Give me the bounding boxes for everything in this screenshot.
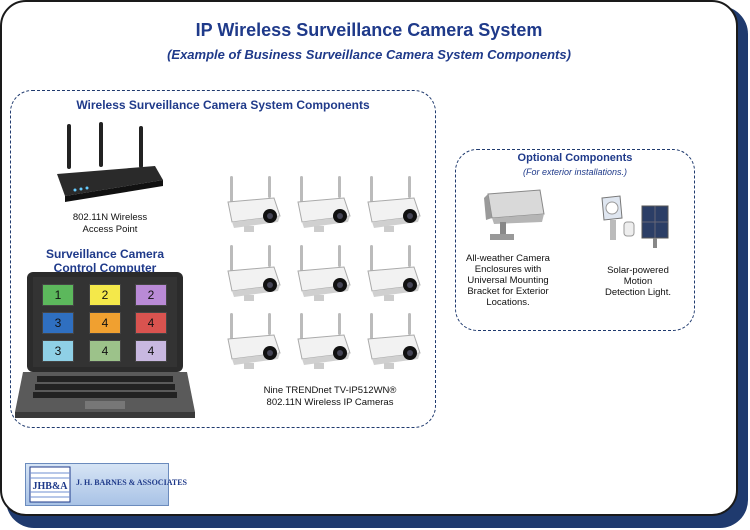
optional-group-subtitle: (For exterior installations.) [522, 167, 628, 177]
screen-tile-4: 3 [42, 312, 74, 334]
computer-title-line2: Control Computer [53, 261, 157, 275]
screen-tile-6: 4 [135, 312, 167, 334]
router-label-line2: Access Point [82, 224, 138, 235]
enclosure-label-line2: Enclosures with [474, 264, 542, 275]
logo-badge-text: JHB&A [33, 481, 69, 492]
router-label-line1: 802.11N Wireless [72, 212, 148, 223]
cameras-label-line2: 802.11N Wireless IP Cameras [266, 397, 394, 408]
enclosure-label-line4: Bracket for Exterior [467, 286, 549, 297]
optional-group-title: Optional Components [517, 152, 633, 164]
motion-light-label-line2: Motion [623, 276, 653, 287]
screen-tile-5: 4 [89, 312, 121, 334]
screen-tile-1: 1 [42, 284, 74, 306]
camera-enclosure-icon [484, 189, 545, 240]
motion-light-label-line1: Solar-powered [607, 265, 669, 276]
ip-camera-icon-4 [224, 245, 284, 303]
computer-title-line1: Surveillance Camera [45, 247, 165, 261]
screen-tile-2: 2 [89, 284, 121, 306]
page-subtitle: (Example of Business Surveillance Camera… [167, 47, 571, 62]
optional-components-group [455, 149, 695, 331]
wireless-router-icon [57, 122, 163, 202]
screen-tile-9: 4 [135, 340, 167, 362]
main-group-title: Wireless Surveillance Camera System Comp… [76, 98, 370, 112]
ip-camera-icon-2 [294, 176, 354, 234]
screen-tile-8: 4 [89, 340, 121, 362]
company-logo: JHB&A J. H. BARNES & ASSOCIATES [25, 463, 187, 506]
ip-camera-icon-7 [224, 313, 284, 371]
enclosure-label-line1: All-weather Camera [466, 253, 550, 264]
enclosure-label-line3: Universal Mounting [467, 275, 549, 286]
ip-camera-icon-1 [224, 176, 284, 234]
main-components-group [10, 90, 436, 428]
motion-light-label-line3: Detection Light. [604, 287, 671, 298]
ip-camera-icon-3 [364, 176, 424, 234]
screen-tile-7: 3 [42, 340, 74, 362]
enclosure-label-line5: Locations. [486, 297, 530, 308]
solar-motion-light-icon [601, 195, 669, 248]
jhba-badge-icon: JHB&A [29, 466, 71, 503]
logo-company-name: J. H. BARNES & ASSOCIATES [76, 478, 187, 487]
ip-camera-icon-6 [364, 245, 424, 303]
ip-camera-icon-9 [364, 313, 424, 371]
screen-tile-3: 2 [135, 284, 167, 306]
ip-camera-icon-8 [294, 313, 354, 371]
page-title: IP Wireless Surveillance Camera System [195, 20, 543, 40]
ip-camera-icon-5 [294, 245, 354, 303]
cameras-label-line1: Nine TRENDnet TV-IP512WN® [263, 385, 397, 396]
diagram-frame [0, 0, 738, 516]
